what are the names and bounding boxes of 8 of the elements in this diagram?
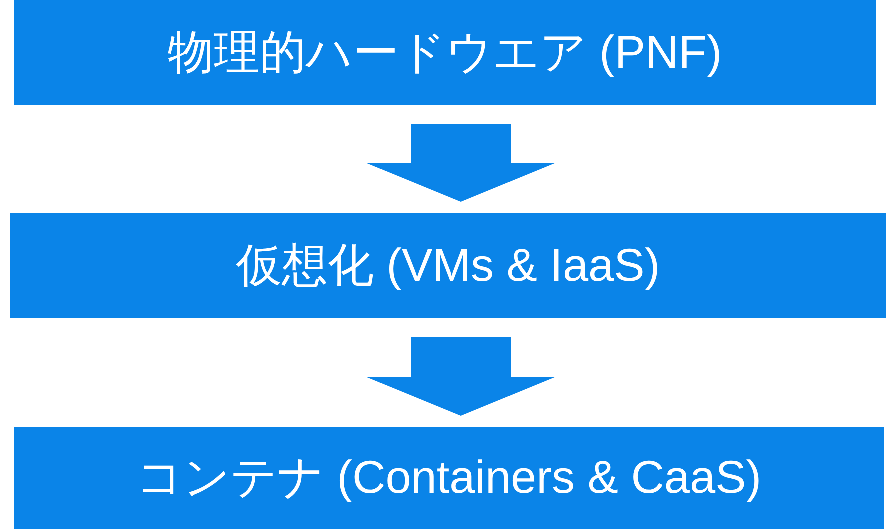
process-box xyxy=(14,427,884,529)
process-box xyxy=(14,0,876,105)
box-label: コンテナ (Containers & CaaS) xyxy=(136,450,762,506)
block-arrow xyxy=(366,124,556,202)
box-label: 仮想化 (VMs & IaaS) xyxy=(236,238,660,293)
box-label: 物理的ハードウエア (PNF) xyxy=(168,24,722,80)
process-box xyxy=(10,213,886,318)
block-arrow xyxy=(366,337,556,416)
